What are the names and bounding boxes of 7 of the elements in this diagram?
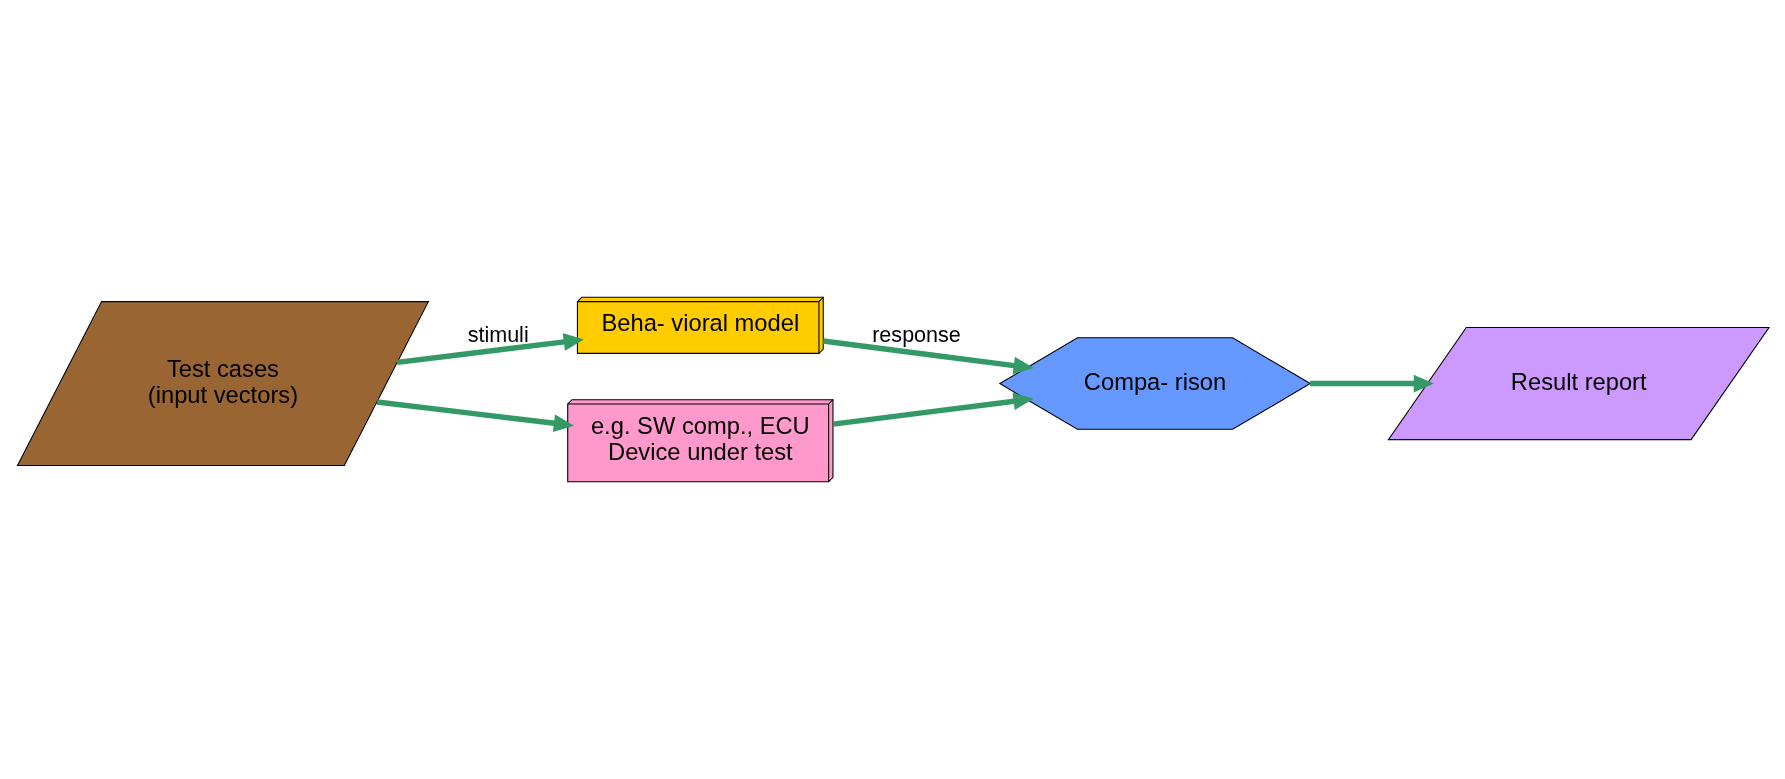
arrow bbox=[396, 333, 584, 365]
edge-label: response bbox=[871, 321, 961, 347]
arrow bbox=[1309, 374, 1434, 393]
arrow bbox=[376, 399, 574, 433]
arrow bbox=[832, 392, 1034, 427]
edge-label: stimuli bbox=[467, 321, 529, 347]
arrow bbox=[822, 338, 1034, 375]
